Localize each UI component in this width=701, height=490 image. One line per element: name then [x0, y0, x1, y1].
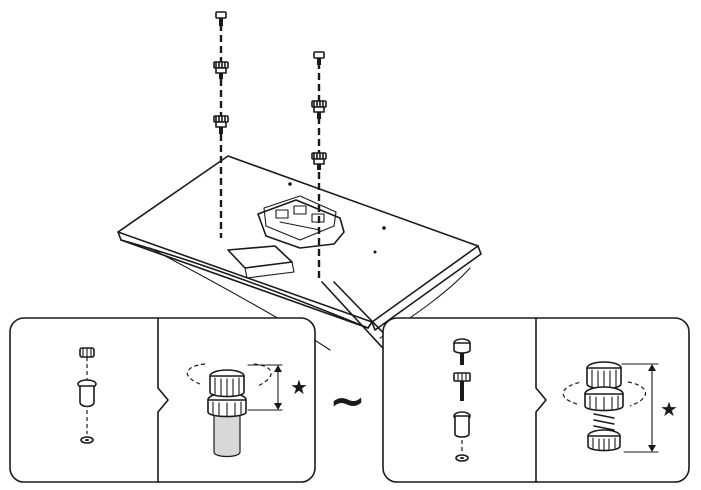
right-screw-stack — [311, 51, 327, 278]
screw-top-right — [313, 51, 325, 65]
left-screw-stack — [213, 11, 229, 238]
detail-panel-right: ★ — [382, 317, 690, 483]
callout-leader — [321, 281, 393, 359]
knob-lower-right — [311, 152, 327, 170]
knob-upper-left — [213, 61, 229, 79]
range-symbol: ~ — [329, 376, 366, 427]
right-assembled-knob: ★ — [562, 361, 678, 453]
knob-lower-left — [213, 115, 229, 134]
neck-mount — [257, 195, 345, 249]
screw-top-left — [215, 11, 227, 26]
right-exploded-parts — [453, 338, 471, 462]
height-marker-left: ★ — [290, 375, 308, 399]
knob-upper-right — [311, 100, 327, 119]
height-marker-right: ★ — [660, 397, 678, 421]
detail-panel-left: ★ — [9, 317, 316, 483]
left-exploded-parts — [77, 347, 97, 444]
left-assembled-knob: ★ — [186, 363, 308, 458]
